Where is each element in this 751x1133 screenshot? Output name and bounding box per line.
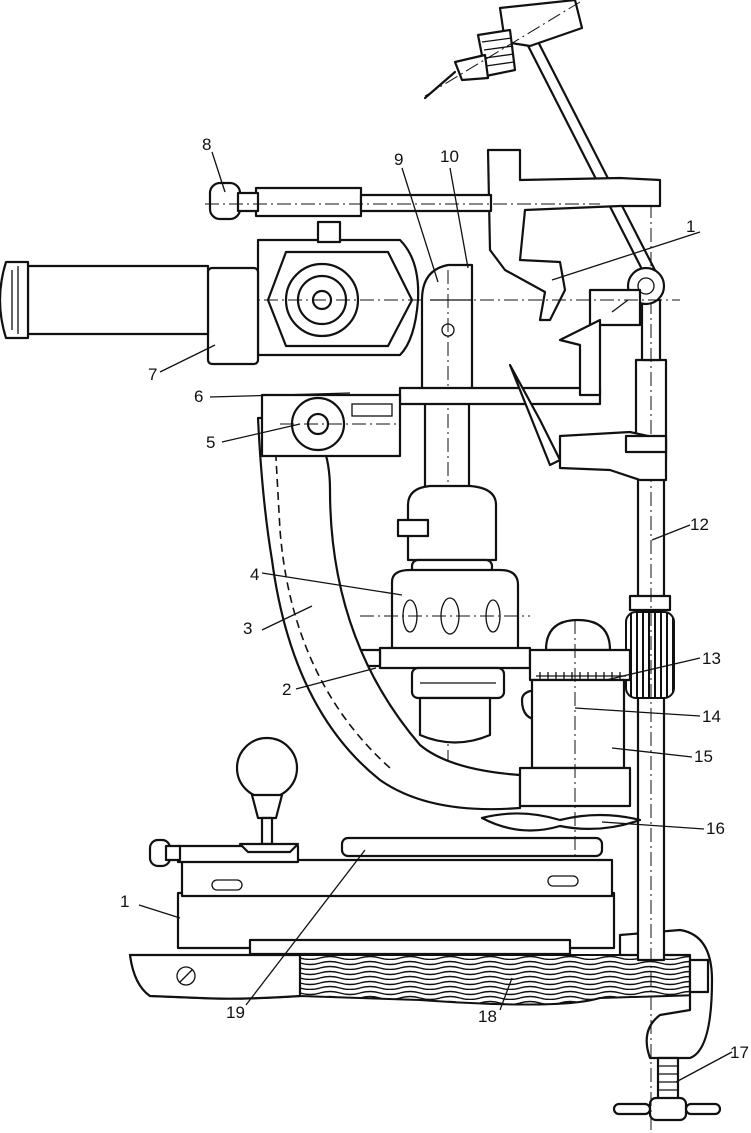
callout-13: 13 — [702, 649, 721, 668]
microscope-housing — [0, 220, 680, 357]
callout-15: 15 — [694, 747, 713, 766]
scale-block — [480, 618, 642, 860]
horizontal-arm-top — [205, 181, 600, 221]
callout-5: 5 — [206, 433, 215, 452]
callout-12: 12 — [690, 515, 709, 534]
callout-19: 19 — [226, 1003, 245, 1022]
table-clamp — [612, 928, 722, 1122]
eyepiece — [0, 260, 260, 366]
callout-6: 6 — [194, 387, 203, 406]
callout-labels: 1 8 9 10 7 6 5 4 3 2 12 13 14 15 16 1 19… — [120, 135, 749, 1062]
table-top-wood — [128, 953, 701, 1006]
callout-16: 16 — [706, 819, 725, 838]
leader-lines — [138, 151, 733, 1083]
focus-knob — [280, 396, 400, 452]
callout-9: 9 — [394, 150, 403, 169]
vertical-pole — [625, 180, 675, 1130]
lamp-housing — [558, 430, 668, 482]
callout-1-top: 1 — [686, 217, 695, 236]
callout-18: 18 — [478, 1007, 497, 1026]
illuminator-rod — [423, 0, 662, 287]
callout-1-base: 1 — [120, 892, 129, 911]
callout-14: 14 — [702, 707, 721, 726]
joystick — [235, 736, 300, 854]
callout-4: 4 — [250, 565, 259, 584]
callout-10: 10 — [440, 147, 459, 166]
base-side-knob — [148, 838, 182, 868]
slit-lever — [398, 318, 602, 467]
callout-17: 17 — [730, 1043, 749, 1062]
callout-3: 3 — [243, 619, 252, 638]
base-plate — [176, 836, 616, 956]
callout-8: 8 — [202, 135, 211, 154]
top-bracket — [486, 148, 666, 327]
callout-7: 7 — [148, 365, 157, 384]
callout-2: 2 — [282, 680, 291, 699]
central-column — [358, 484, 532, 744]
